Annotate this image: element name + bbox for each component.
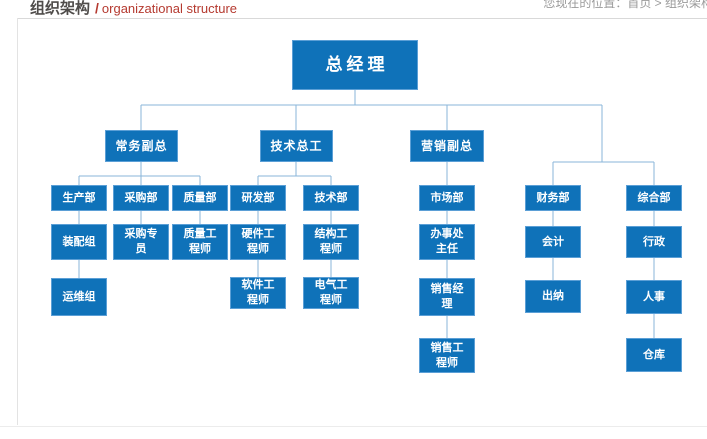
footer-divider-line: [0, 426, 707, 427]
org-node-hardware-engineer: 硬件工程师: [230, 224, 286, 260]
org-node-general-affairs-dept: 综合部: [626, 185, 682, 211]
header-divider-line: [17, 18, 707, 19]
org-node-rd-dept: 研发部: [230, 185, 286, 211]
org-node-structural-engineer: 结构工程师: [303, 224, 359, 260]
org-node-warehouse: 仓库: [626, 338, 682, 372]
org-node-assembly-group: 装配组: [51, 224, 107, 260]
org-node-marketing-vp: 营销副总: [410, 130, 484, 162]
org-node-hr: 人事: [626, 280, 682, 314]
org-node-chief-engineer: 技术总工: [260, 130, 333, 162]
org-node-cashier: 出纳: [525, 280, 581, 313]
org-node-software-engineer: 软件工程师: [230, 277, 286, 309]
org-node-finance-dept: 财务部: [525, 185, 581, 211]
breadcrumb[interactable]: 您现在的位置：首页 > 组织架构: [543, 0, 707, 10]
org-node-sales-engineer: 销售工程师: [419, 338, 475, 373]
org-node-technical-dept: 技术部: [303, 185, 359, 211]
page-title: 组织架构/organizational structure: [30, 0, 237, 20]
org-node-office-director: 办事处主任: [419, 224, 475, 260]
org-node-purchasing-dept: 采购部: [113, 185, 169, 211]
org-node-executive-vp: 常务副总: [105, 130, 178, 162]
org-node-general-manager: 总经理: [292, 40, 418, 90]
org-node-electrical-engineer: 电气工程师: [303, 277, 359, 309]
org-node-admin: 行政: [626, 226, 682, 258]
org-node-production-dept: 生产部: [51, 185, 107, 211]
org-node-purchasing-specialist: 采购专员: [113, 224, 169, 260]
org-node-quality-engineer: 质量工程师: [172, 224, 228, 260]
page-title-zh: 组织架构: [30, 0, 91, 17]
org-node-accountant: 会计: [525, 226, 581, 258]
org-node-quality-dept: 质量部: [172, 185, 228, 211]
content-left-border: [17, 18, 18, 425]
page-title-en: organizational structure: [101, 1, 238, 16]
org-node-sales-manager: 销售经理: [419, 278, 475, 316]
org-node-market-dept: 市场部: [419, 185, 475, 211]
page-title-divider: /: [95, 0, 99, 16]
org-node-operations-group: 运维组: [51, 278, 107, 316]
